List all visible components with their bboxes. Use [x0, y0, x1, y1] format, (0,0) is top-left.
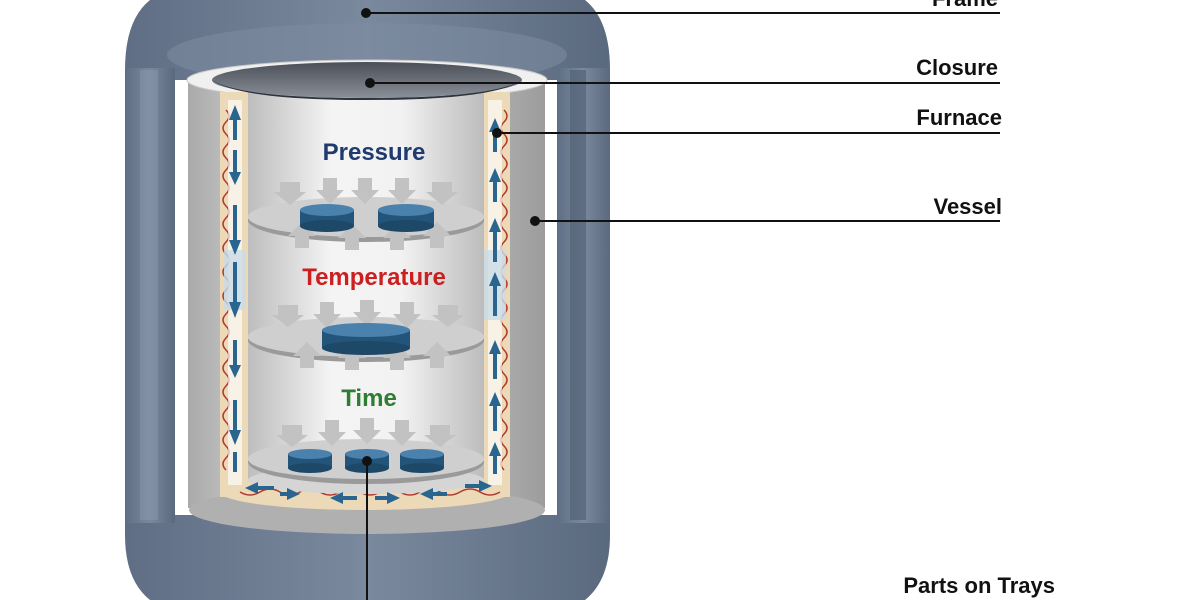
- flow-arrow: [287, 488, 300, 500]
- frame: [125, 0, 610, 600]
- flow-arrow: [229, 365, 241, 378]
- vessel-label: Vessel: [933, 194, 1002, 219]
- part: [378, 204, 434, 232]
- vessel-callout-dot: [530, 216, 540, 226]
- pressure-arrows: [272, 178, 464, 447]
- part: [288, 449, 332, 473]
- pressure-label: Pressure: [323, 139, 426, 166]
- flow-arrow: [489, 168, 501, 182]
- flow-arrow: [229, 172, 241, 185]
- temperature-label: Temperature: [302, 264, 446, 291]
- gas-flow-bottom: [245, 480, 492, 504]
- flow-arrow: [489, 272, 501, 286]
- gas-flow-left: [224, 100, 246, 485]
- flow-arrow: [420, 488, 433, 500]
- parts: [288, 204, 444, 473]
- flow-arrow: [489, 218, 501, 232]
- flow-arrow: [229, 302, 241, 318]
- time-label: Time: [341, 385, 397, 412]
- frame-callout-dot: [361, 8, 371, 18]
- parts-on-trays-label: Parts on Trays: [903, 573, 1055, 598]
- flow-arrow: [229, 430, 241, 445]
- furnace-callout-dot: [492, 128, 502, 138]
- leader-lines: [366, 12, 1000, 600]
- frame-label: Frame: [932, 0, 998, 11]
- flow-arrow: [489, 442, 501, 456]
- flow-arrow: [330, 492, 343, 504]
- closure-label: Closure: [916, 55, 998, 80]
- flow-arrow: [245, 482, 258, 494]
- flow-arrow: [479, 480, 492, 492]
- flow-arrow: [229, 240, 241, 255]
- flow-arrow: [229, 105, 241, 120]
- flow-arrow: [489, 392, 501, 406]
- flow-arrow: [489, 340, 501, 354]
- furnace-label: Furnace: [916, 105, 1002, 130]
- parts-callout-dot: [362, 456, 372, 466]
- gas-flow-right: [484, 100, 506, 485]
- part: [400, 449, 444, 473]
- flow-arrow: [387, 492, 400, 504]
- part: [300, 204, 354, 232]
- closure-callout-dot: [365, 78, 375, 88]
- part: [322, 323, 410, 355]
